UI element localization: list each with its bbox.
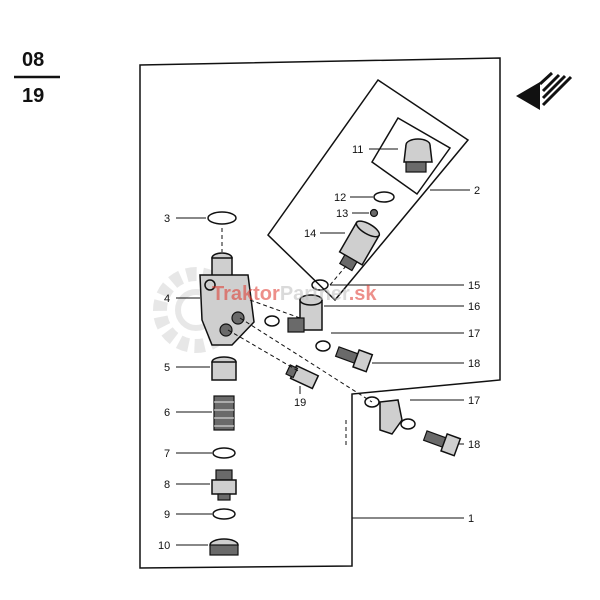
label-1: 1 [468, 513, 474, 525]
part-13-ball [369, 208, 379, 218]
assembly-outline-frame [139, 57, 501, 569]
part-8-fitting [211, 469, 237, 501]
part-17-washer-upper [315, 340, 331, 352]
part-15-washer [311, 279, 329, 291]
watermark-part2: Partner [280, 283, 350, 305]
part-3-o-ring [207, 211, 237, 225]
label-18-lower: 18 [468, 439, 480, 451]
part-17-washer-lower-b [400, 418, 416, 430]
label-16: 16 [468, 301, 480, 313]
label-2: 2 [474, 185, 480, 197]
part-6-spring [213, 395, 235, 431]
watermark-part3: .sk [349, 283, 378, 305]
part-11-valve-head [403, 138, 433, 173]
part-16-union-fitting [287, 294, 323, 333]
watermark-text: TraktorPartner.sk [212, 283, 377, 305]
label-6: 6 [164, 407, 170, 419]
part-19-connector [285, 364, 320, 390]
part-18-banjo-bolt-upper [334, 346, 374, 373]
label-10: 10 [158, 540, 170, 552]
part-washer-left [264, 315, 280, 327]
part-10-plug-cap [209, 538, 239, 556]
label-9: 9 [164, 509, 170, 521]
part-17-washer-lower-a [364, 396, 380, 408]
label-19: 19 [294, 397, 306, 409]
label-14: 14 [304, 228, 316, 240]
watermark-part1: Traktor [212, 283, 280, 305]
part-14-valve-body [338, 220, 381, 272]
label-7: 7 [164, 448, 170, 460]
label-8: 8 [164, 479, 170, 491]
label-17-lower: 17 [468, 395, 480, 407]
label-11: 11 [352, 144, 363, 156]
direction-arrow-icon [516, 71, 573, 110]
label-4: 4 [164, 293, 170, 305]
label-15: 15 [468, 280, 480, 292]
label-18-upper: 18 [468, 358, 480, 370]
page-number-top: 08 [22, 49, 44, 71]
part-12-o-ring [373, 191, 395, 203]
label-17-upper: 17 [468, 328, 480, 340]
part-11-detail-box [371, 116, 452, 196]
part-7-o-ring [212, 447, 236, 459]
label-3: 3 [164, 213, 170, 225]
part-2-inset-box [267, 78, 470, 302]
part-elbow-fitting [379, 399, 403, 435]
part-5-piston [211, 356, 237, 381]
label-13: 13 [336, 208, 348, 220]
label-12: 12 [334, 192, 346, 204]
part-4-pump-housing [199, 252, 255, 346]
part-18-banjo-bolt-lower [422, 430, 462, 457]
part-9-o-ring [212, 508, 236, 520]
label-5: 5 [164, 362, 170, 374]
page-number-bottom: 19 [22, 85, 44, 107]
